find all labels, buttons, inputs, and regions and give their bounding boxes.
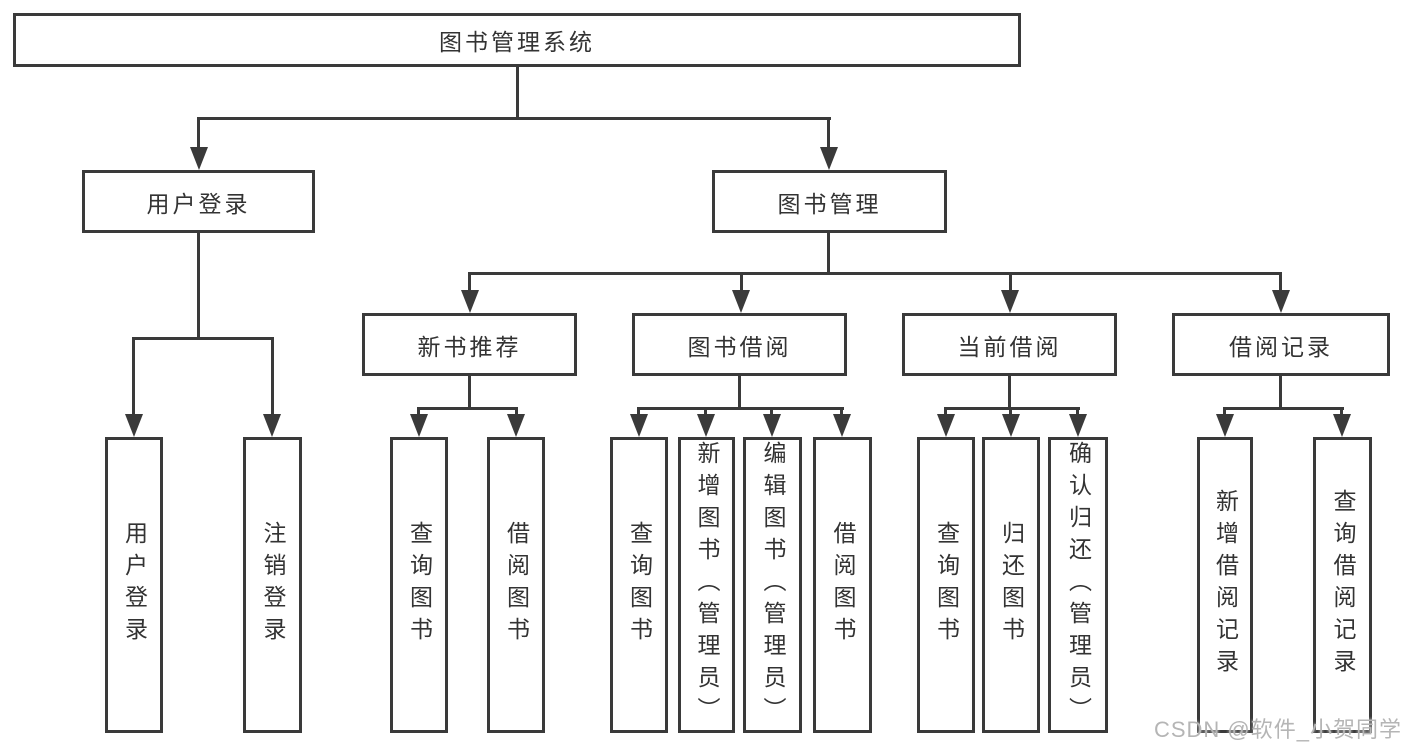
connector-drop-book-borrow xyxy=(740,272,743,295)
connector-drop-records-query xyxy=(1340,407,1343,419)
connector-drop-borrow-edit xyxy=(770,407,773,419)
node-new-book-recommend: 新书推荐 xyxy=(362,313,577,376)
arrowhead-records-add xyxy=(1216,414,1234,437)
connector-current-distributor xyxy=(944,407,1080,410)
leaf-current-confirm-return-admin-label: 确认归还（管理员） xyxy=(1065,441,1092,729)
connector-root-distributor xyxy=(197,117,831,120)
node-book-borrow: 图书借阅 xyxy=(632,313,847,376)
node-root: 图书管理系统 xyxy=(13,13,1021,67)
arrowhead-current-query xyxy=(937,414,955,437)
connector-drop-recommend-query xyxy=(417,407,420,419)
leaf-recommend-borrow-books-label: 借阅图书 xyxy=(503,521,530,649)
arrowhead-borrow-add xyxy=(697,414,715,437)
node-borrow-records: 借阅记录 xyxy=(1172,313,1390,376)
arrowhead-recommend-query xyxy=(410,414,428,437)
node-current-borrow-label: 当前借阅 xyxy=(957,333,1062,360)
connector-records-distributor xyxy=(1223,407,1344,410)
connector-drop-borrow-borrow xyxy=(840,407,843,419)
connector-drop-user-login xyxy=(197,117,200,152)
leaf-borrow-edit-books-admin-label: 编辑图书（管理员） xyxy=(760,441,786,729)
connector-user-login-distributor xyxy=(132,337,274,340)
connector-borrow-stem xyxy=(738,374,741,407)
arrowhead-leaf-user-login xyxy=(125,414,143,437)
leaf-records-query-record: 查询借阅记录 xyxy=(1313,437,1372,733)
leaf-borrow-edit-books-admin: 编辑图书（管理员） xyxy=(743,437,802,733)
leaf-borrow-borrow-books-label: 借阅图书 xyxy=(830,521,856,649)
connector-drop-new-book-recommend xyxy=(468,272,471,295)
leaf-borrow-add-books-admin-label: 新增图书（管理员） xyxy=(694,441,720,729)
leaf-records-add-record-label: 新增借阅记录 xyxy=(1212,489,1239,681)
connector-book-management-stem xyxy=(827,230,830,272)
leaf-user-login-label: 用户登录 xyxy=(121,521,148,649)
arrowhead-new-book-recommend xyxy=(461,290,479,313)
connector-drop-current-borrow xyxy=(1009,272,1012,295)
connector-recommend-distributor xyxy=(417,407,518,410)
node-root-label: 图书管理系统 xyxy=(439,29,595,55)
leaf-borrow-borrow-books: 借阅图书 xyxy=(813,437,872,733)
connector-drop-borrow-add xyxy=(704,407,707,419)
node-current-borrow: 当前借阅 xyxy=(902,313,1117,376)
connector-drop-borrow-query xyxy=(637,407,640,419)
connector-drop-current-return xyxy=(1009,407,1012,419)
leaf-current-query-books: 查询图书 xyxy=(917,437,975,733)
arrowhead-current-borrow xyxy=(1001,290,1019,313)
leaf-current-return-books-label: 归还图书 xyxy=(998,521,1025,649)
connector-drop-book-management xyxy=(827,117,830,152)
arrowhead-current-confirm xyxy=(1069,414,1087,437)
connector-drop-records-add xyxy=(1223,407,1226,419)
node-book-borrow-label: 图书借阅 xyxy=(687,333,792,360)
leaf-borrow-add-books-admin: 新增图书（管理员） xyxy=(678,437,735,733)
leaf-borrow-query-books-label: 查询图书 xyxy=(626,521,653,649)
arrowhead-records-query xyxy=(1333,414,1351,437)
arrowhead-user-login xyxy=(190,147,208,170)
connector-current-stem xyxy=(1008,374,1011,407)
node-new-book-recommend-label: 新书推荐 xyxy=(417,333,522,360)
connector-user-login-stem xyxy=(197,230,200,337)
connector-recommend-stem xyxy=(468,374,471,407)
arrowhead-book-borrow xyxy=(732,290,750,313)
leaf-current-query-books-label: 查询图书 xyxy=(933,521,960,649)
node-user-login: 用户登录 xyxy=(82,170,315,233)
leaf-borrow-query-books: 查询图书 xyxy=(610,437,668,733)
csdn-watermark: CSDN @软件_小贺同学 xyxy=(1153,717,1402,742)
connector-drop-borrow-records xyxy=(1279,272,1282,295)
node-user-login-label: 用户登录 xyxy=(146,190,251,217)
leaf-current-return-books: 归还图书 xyxy=(982,437,1040,733)
arrowhead-borrow-edit xyxy=(763,414,781,437)
node-book-management-label: 图书管理 xyxy=(777,190,882,217)
leaf-recommend-borrow-books: 借阅图书 xyxy=(487,437,545,733)
leaf-recommend-query-books: 查询图书 xyxy=(390,437,448,733)
arrowhead-borrow-query xyxy=(630,414,648,437)
connector-book-management-distributor xyxy=(468,272,1282,275)
connector-drop-current-query xyxy=(944,407,947,419)
leaf-current-confirm-return-admin: 确认归还（管理员） xyxy=(1048,437,1108,733)
leaf-logout: 注销登录 xyxy=(243,437,302,733)
connector-root-stem xyxy=(516,65,519,117)
connector-drop-leaf-logout xyxy=(271,337,274,419)
connector-borrow-distributor xyxy=(637,407,844,410)
connector-records-stem xyxy=(1279,374,1282,407)
leaf-recommend-query-books-label: 查询图书 xyxy=(406,521,433,649)
leaf-logout-label: 注销登录 xyxy=(260,521,286,649)
leaf-records-query-record-label: 查询借阅记录 xyxy=(1330,489,1356,681)
connector-drop-leaf-user-login xyxy=(132,337,135,419)
arrowhead-recommend-borrow xyxy=(507,414,525,437)
leaf-records-add-record: 新增借阅记录 xyxy=(1197,437,1253,733)
connector-drop-current-confirm xyxy=(1076,407,1079,419)
node-borrow-records-label: 借阅记录 xyxy=(1229,333,1333,360)
arrowhead-borrow-borrow xyxy=(833,414,851,437)
arrowhead-book-management xyxy=(820,147,838,170)
leaf-user-login: 用户登录 xyxy=(105,437,163,733)
connector-drop-recommend-borrow xyxy=(515,407,518,419)
arrowhead-borrow-records xyxy=(1272,290,1290,313)
arrowhead-current-return xyxy=(1002,414,1020,437)
node-book-management: 图书管理 xyxy=(712,170,947,233)
arrowhead-leaf-logout xyxy=(263,414,281,437)
